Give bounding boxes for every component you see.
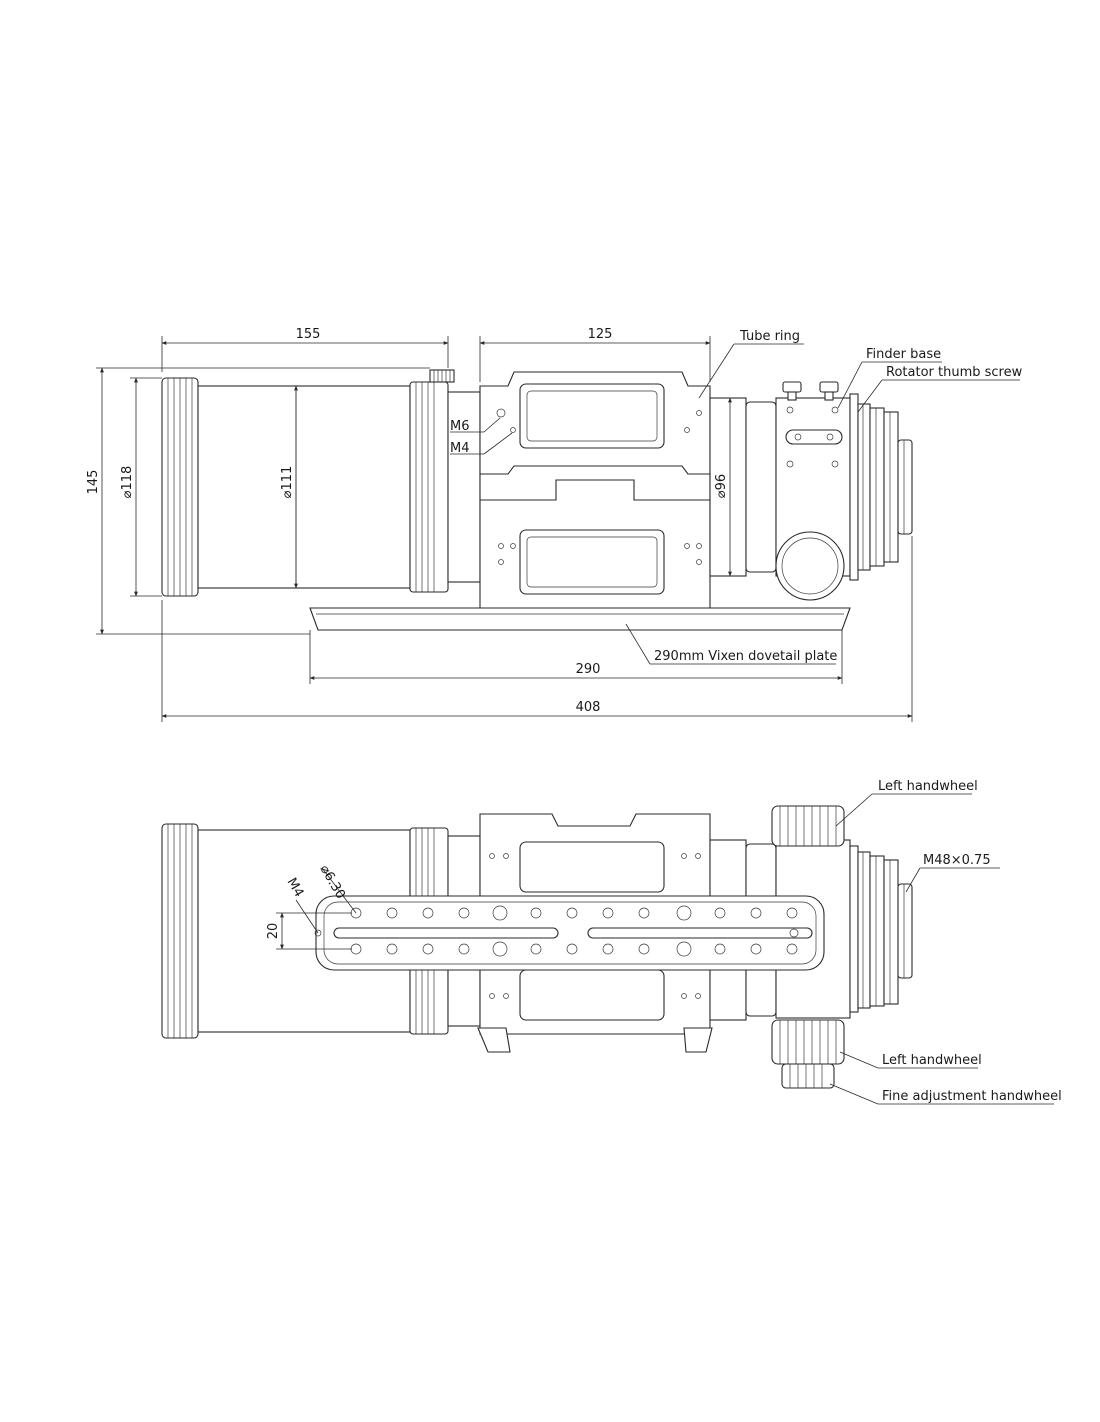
label-dovetail-plate: 290mm Vixen dovetail plate — [654, 649, 837, 664]
side-view: 155 125 145 ⌀118 ⌀111 ⌀96 290 40 — [86, 327, 1023, 722]
rotator-rings — [857, 403, 913, 571]
label-finder-base: Finder base — [866, 347, 941, 362]
label-tube-ring: Tube ring — [739, 329, 800, 344]
plate-holes-top — [350, 905, 798, 921]
dovetail-plate — [309, 607, 851, 631]
dim-dia-111: ⌀111 — [280, 466, 295, 499]
label-left-handwheel-bottom: Left handwheel — [882, 1053, 982, 1068]
label-fine-adjustment-handwheel: Fine adjustment handwheel — [882, 1089, 1062, 1104]
focuser-tube — [709, 397, 777, 577]
tube-thread-ring — [409, 369, 481, 593]
dim-290: 290 — [576, 662, 601, 677]
label-left-handwheel-top: Left handwheel — [878, 779, 978, 794]
dim-dia-96: ⌀96 — [714, 474, 729, 498]
label-m4: M4 — [450, 441, 470, 456]
focuser-body — [775, 381, 859, 601]
bottom-labels: Left handwheel M48×0.75 Left handwheel F… — [829, 779, 1062, 1105]
dim-155: 155 — [296, 327, 321, 342]
dim-20: 20 — [266, 923, 281, 940]
label-thread-m48: M48×0.75 — [923, 853, 991, 868]
tube-ring — [479, 371, 711, 609]
bottom-focuser — [709, 805, 913, 1089]
label-rotator-thumb-screw: Rotator thumb screw — [886, 365, 1023, 380]
dim-125: 125 — [588, 327, 613, 342]
dim-dia-118: ⌀118 — [120, 466, 135, 499]
side-labels: Tube ring Finder base Rotator thumb scre… — [450, 329, 1023, 665]
side-dimensions: 155 125 145 ⌀118 ⌀111 ⌀96 290 40 — [86, 327, 913, 722]
dim-145: 145 — [86, 470, 101, 495]
bottom-dovetail-plate — [314, 895, 825, 971]
bottom-view: ⌀6.30 M4 20 Left handwheel M48×0.75 Left… — [161, 779, 1062, 1105]
dim-408: 408 — [576, 700, 601, 715]
label-m6: M6 — [450, 419, 470, 434]
